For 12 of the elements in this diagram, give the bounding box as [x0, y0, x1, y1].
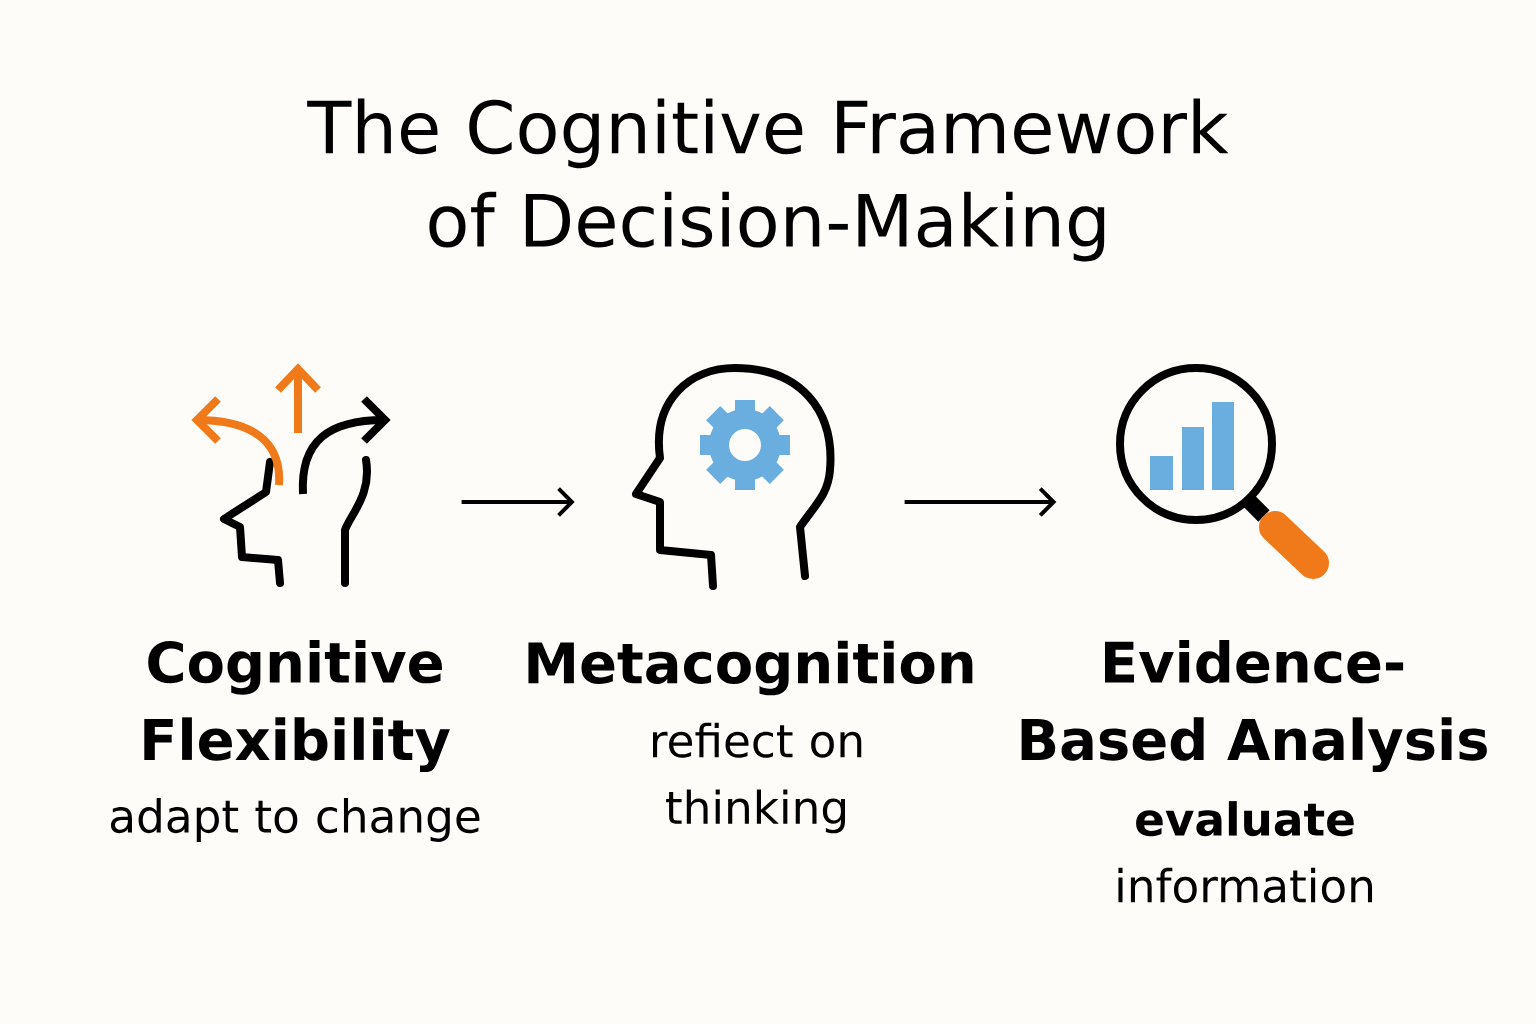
- head-drawing: [632, 364, 835, 590]
- arrow: [461, 487, 575, 517]
- head-drawing: [191, 363, 391, 587]
- heading: Evidence-Based Analysis: [1021, 640, 1487, 772]
- magnifier-drawing: [1116, 364, 1329, 579]
- description: adapt to change: [111, 798, 480, 842]
- heading: Metacognition: [528, 640, 973, 696]
- heading: Cognitive Flexibility: [144, 640, 450, 772]
- arrow: [904, 487, 1057, 517]
- title: The Cognitive Framework of Decision-Making: [307, 98, 1229, 262]
- description: refiect on thinking: [653, 722, 862, 834]
- description: evaluate information: [1118, 801, 1373, 903]
